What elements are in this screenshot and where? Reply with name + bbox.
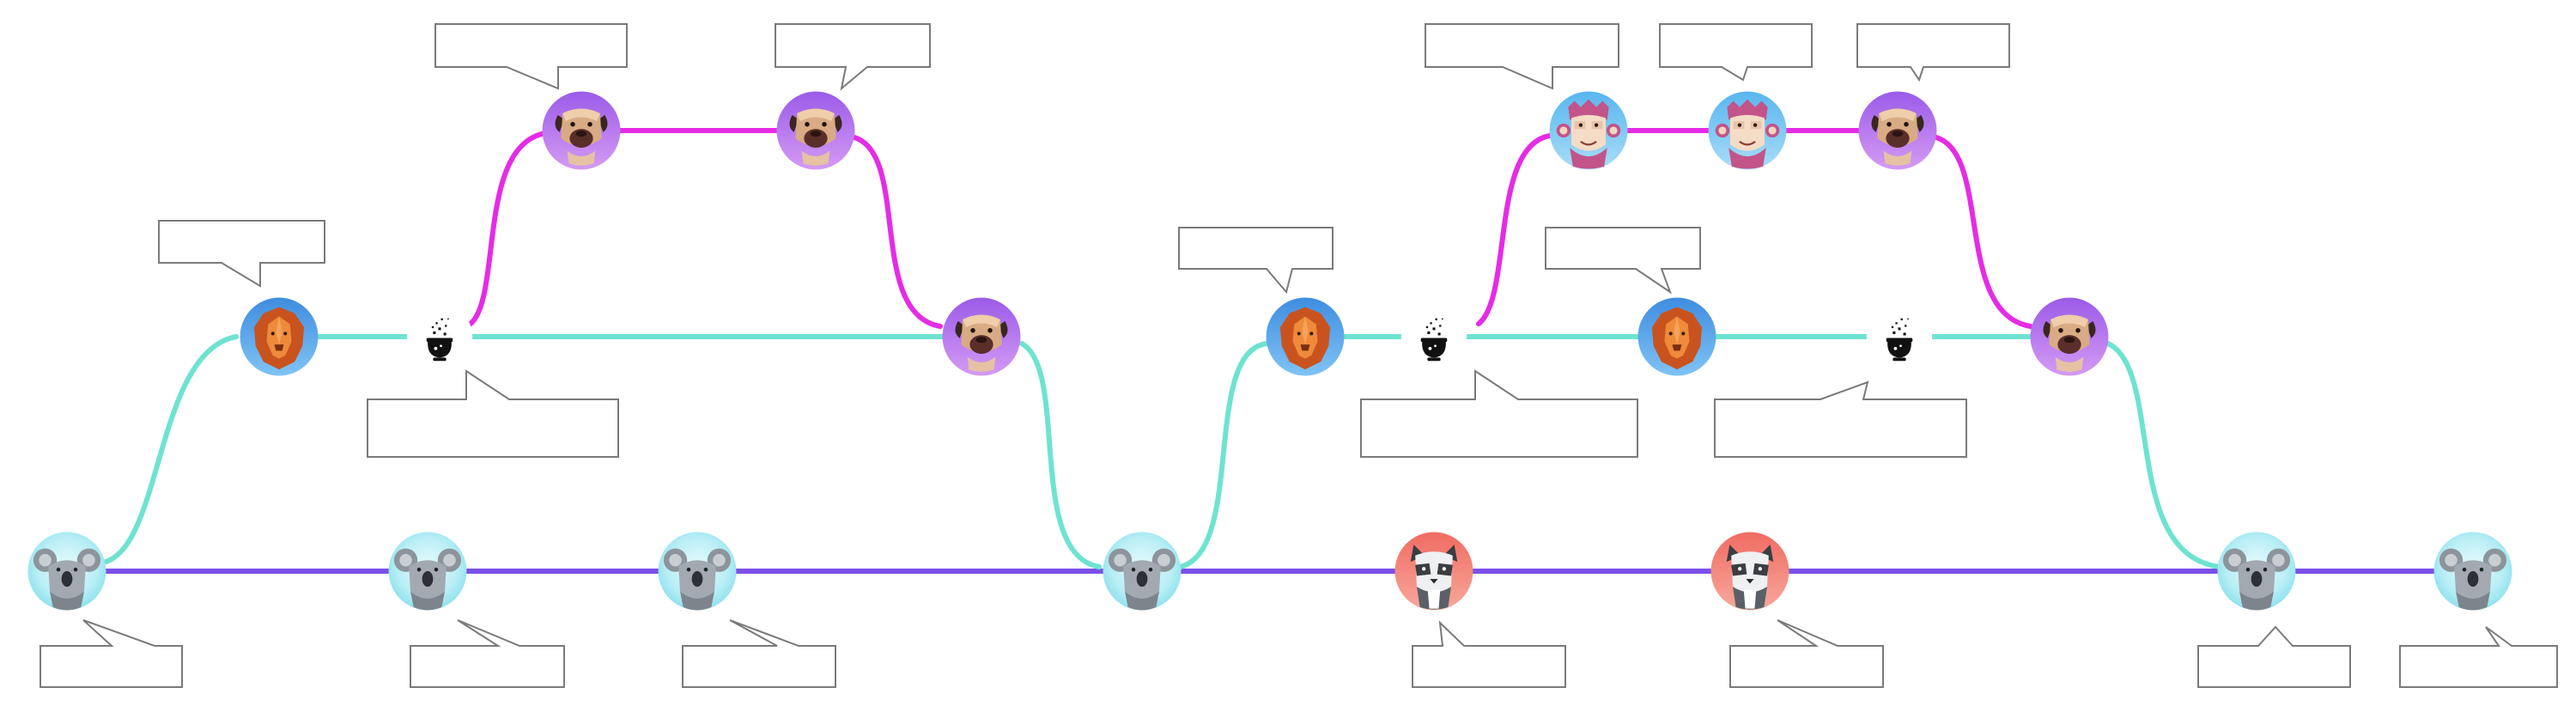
node-raccoon-1[interactable] <box>1394 532 1473 611</box>
node-koala-2[interactable] <box>388 532 467 611</box>
callout-5 <box>775 23 931 91</box>
sub-branch-2-merge <box>1934 135 2033 329</box>
feature-branch-2-merge <box>2105 341 2222 569</box>
node-koala-4[interactable] <box>1103 532 1182 611</box>
callout-9 <box>1360 369 1638 458</box>
node-pug-1[interactable] <box>542 91 621 170</box>
nodes <box>27 90 2512 611</box>
node-pug-5[interactable] <box>2030 297 2109 376</box>
node-monkey-1[interactable] <box>1548 90 1629 171</box>
callout-2 <box>158 220 325 288</box>
node-merge-2-cauldron-icon[interactable] <box>1400 303 1467 370</box>
callout-4 <box>434 23 628 90</box>
callout-6 <box>410 619 565 688</box>
node-lion-1[interactable] <box>240 297 319 376</box>
callout-8 <box>1178 227 1334 295</box>
callout-15 <box>1412 620 1566 688</box>
node-lion-3[interactable] <box>1637 297 1716 376</box>
node-pug-2[interactable] <box>776 91 855 170</box>
node-koala-5[interactable] <box>2217 532 2296 611</box>
callouts <box>39 23 2558 688</box>
node-pug-4[interactable] <box>1858 91 1937 170</box>
callout-10 <box>1425 23 1619 90</box>
node-koala-6[interactable] <box>2433 532 2512 611</box>
node-koala-3[interactable] <box>658 532 737 611</box>
feature-branch-2-fork <box>1178 341 1269 569</box>
sub-branch-1-fork <box>468 131 548 326</box>
callout-18 <box>2399 626 2558 688</box>
callout-17 <box>2197 625 2351 688</box>
sub-branch-2-fork <box>1476 133 1552 326</box>
callout-13 <box>1545 227 1701 295</box>
node-lion-2[interactable] <box>1266 297 1345 376</box>
feature-branch-1-merge <box>1019 341 1102 569</box>
node-merge-3-cauldron-icon[interactable] <box>1866 303 1933 370</box>
callout-7 <box>682 619 836 688</box>
node-koala-1[interactable] <box>27 532 106 611</box>
callout-12 <box>1856 23 2010 82</box>
node-raccoon-2[interactable] <box>1710 532 1789 611</box>
callout-3 <box>367 369 619 458</box>
callout-11 <box>1659 23 1813 82</box>
feature-branch-1-fork <box>100 334 239 565</box>
callout-1 <box>39 619 183 688</box>
node-monkey-2[interactable] <box>1707 90 1788 171</box>
node-merge-1-cauldron-icon[interactable] <box>406 303 473 370</box>
callout-16 <box>1729 619 1884 688</box>
callout-14 <box>1714 380 1967 458</box>
sub-branch-1-merge <box>852 135 943 329</box>
node-pug-3[interactable] <box>942 297 1021 376</box>
